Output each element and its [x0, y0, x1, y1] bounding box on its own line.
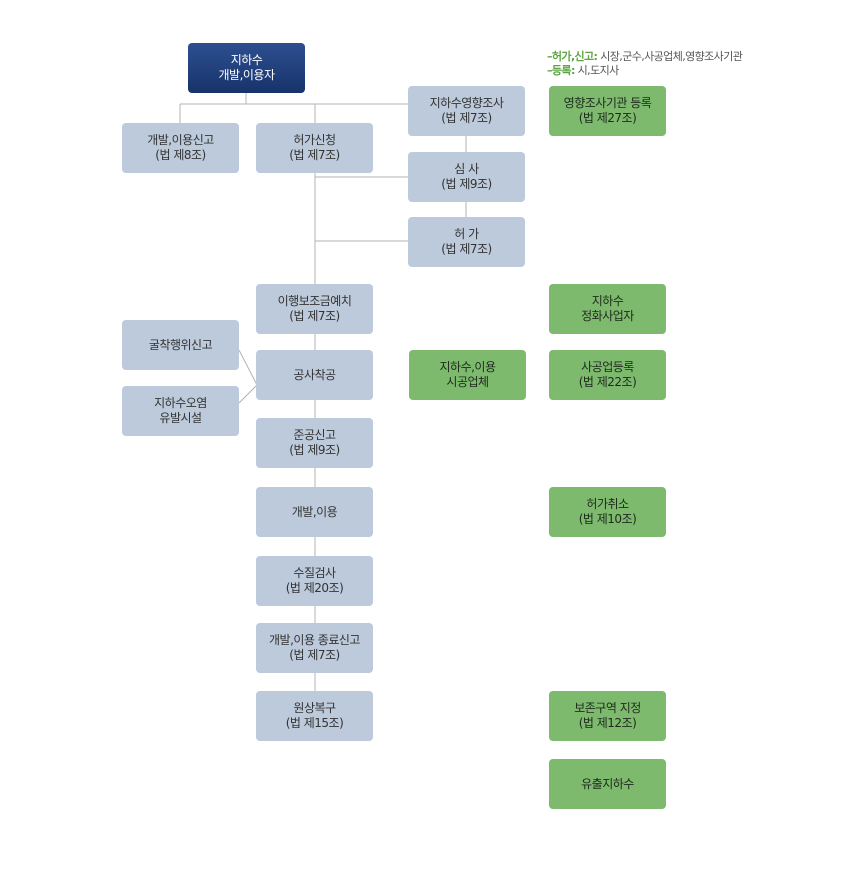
contractor-box: 지하수,이용 시공업체 — [409, 350, 526, 400]
use-box: 개발,이용 — [256, 487, 373, 537]
legend-register-key: –등록: — [547, 64, 575, 77]
impact-survey-label-1: 지하수영향조사 — [429, 96, 504, 110]
report-label-2: (법 제8조) — [155, 148, 206, 162]
purifier-box: 지하수 정화사업자 — [549, 284, 666, 334]
protection-zone-label-2: (법 제12조) — [578, 716, 637, 730]
permit-cancel-label-1: 허가취소 — [586, 497, 629, 511]
permit-box: 허 가 (법 제7조) — [408, 217, 525, 267]
excavation-report-box: 굴착행위신고 — [122, 320, 239, 370]
contractor-register-label-2: (법 제22조) — [578, 375, 637, 389]
report-box: 개발,이용신고 (법 제8조) — [122, 123, 239, 173]
pollution-facility-box: 지하수오염 유발시설 — [122, 386, 239, 436]
review-box: 심 사 (법 제9조) — [408, 152, 525, 202]
pollution-facility-label-2: 유발시설 — [159, 411, 202, 425]
permit-apply-box: 허가신청 (법 제7조) — [256, 123, 373, 173]
contractor-label-1: 지하수,이용 — [439, 360, 496, 374]
permit-cancel-box: 허가취소 (법 제10조) — [549, 487, 666, 537]
quality-test-label-2: (법 제20조) — [285, 581, 344, 595]
deposit-label-1: 이행보조금예치 — [277, 294, 352, 308]
report-label-1: 개발,이용신고 — [147, 133, 214, 147]
quality-test-box: 수질검사 (법 제20조) — [256, 556, 373, 606]
protection-zone-box: 보존구역 지정 (법 제12조) — [549, 691, 666, 741]
deposit-box: 이행보조금예치 (법 제7조) — [256, 284, 373, 334]
connector-line — [238, 349, 258, 386]
legend: –허가,신고: 시장,군수,사공업체,영향조사기관 –등록: 시,도지사 — [547, 50, 743, 78]
excavation-report-label-1: 굴착행위신고 — [148, 337, 213, 352]
completion-report-label-2: (법 제9조) — [289, 443, 340, 457]
agency-register-label-2: (법 제27조) — [578, 111, 637, 125]
connector-line — [238, 384, 258, 404]
purifier-label-2: 정화사업자 — [581, 309, 634, 323]
construction-start-box: 공사착공 — [256, 350, 373, 400]
quality-test-label-1: 수질검사 — [293, 566, 336, 580]
agency-register-box: 영향조사기관 등록 (법 제27조) — [549, 86, 666, 136]
restoration-label-2: (법 제15조) — [285, 716, 344, 730]
developer-box: 지하수 개발,이용자 — [188, 43, 305, 93]
end-report-label-2: (법 제7조) — [289, 648, 340, 662]
purifier-label-1: 지하수 — [591, 294, 624, 308]
legend-register-value: 시,도지사 — [577, 64, 620, 77]
restoration-box: 원상복구 (법 제15조) — [256, 691, 373, 741]
completion-report-box: 준공신고 (법 제9조) — [256, 418, 373, 468]
pollution-facility-label-1: 지하수오염 — [154, 396, 207, 410]
construction-start-label-1: 공사착공 — [293, 367, 336, 382]
completion-report-label-1: 준공신고 — [293, 428, 336, 442]
impact-survey-label-2: (법 제7조) — [441, 111, 492, 125]
developer-label-1: 지하수 — [230, 53, 263, 67]
outflow-label-1: 유출지하수 — [581, 776, 634, 791]
restoration-label-1: 원상복구 — [293, 701, 336, 715]
protection-zone-label-1: 보존구역 지정 — [574, 701, 641, 715]
end-report-label-1: 개발,이용 종료신고 — [269, 633, 360, 647]
end-report-box: 개발,이용 종료신고 (법 제7조) — [256, 623, 373, 673]
contractor-label-2: 시공업체 — [446, 375, 489, 389]
agency-register-label-1: 영향조사기관 등록 — [563, 96, 652, 110]
permit-cancel-label-2: (법 제10조) — [578, 512, 637, 526]
use-label-1: 개발,이용 — [291, 504, 338, 519]
deposit-label-2: (법 제7조) — [289, 309, 340, 323]
contractor-register-box: 사공업등록 (법 제22조) — [549, 350, 666, 400]
review-label-2: (법 제9조) — [441, 177, 492, 191]
permit-label-2: (법 제7조) — [441, 242, 492, 256]
permit-apply-label-1: 허가신청 — [293, 133, 336, 147]
permit-apply-label-2: (법 제7조) — [289, 148, 340, 162]
impact-survey-box: 지하수영향조사 (법 제7조) — [408, 86, 525, 136]
permit-label-1: 허 가 — [454, 227, 479, 241]
outflow-box: 유출지하수 — [549, 759, 666, 809]
legend-permit-value: 시장,군수,사공업체,영향조사기관 — [600, 50, 743, 63]
legend-permit-key: –허가,신고: — [547, 50, 598, 63]
review-label-1: 심 사 — [454, 162, 479, 176]
developer-label-2: 개발,이용자 — [218, 68, 275, 82]
contractor-register-label-1: 사공업등록 — [581, 360, 634, 374]
